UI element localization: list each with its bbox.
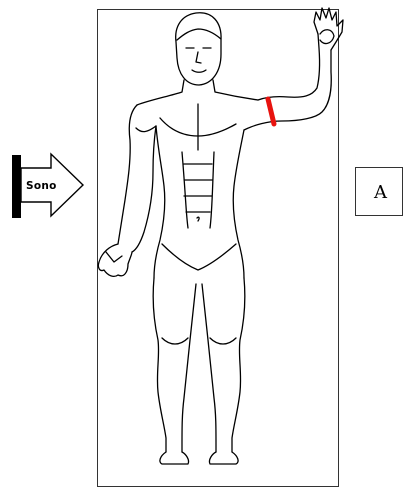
ultrasound-probe-arrow-icon: Sono [12, 154, 83, 218]
view-label-text: A [373, 182, 388, 203]
probe-black-bar [12, 155, 21, 218]
figure-panel-frame [98, 10, 339, 487]
view-label-box: A [356, 168, 403, 216]
probe-label: Sono [26, 180, 57, 192]
